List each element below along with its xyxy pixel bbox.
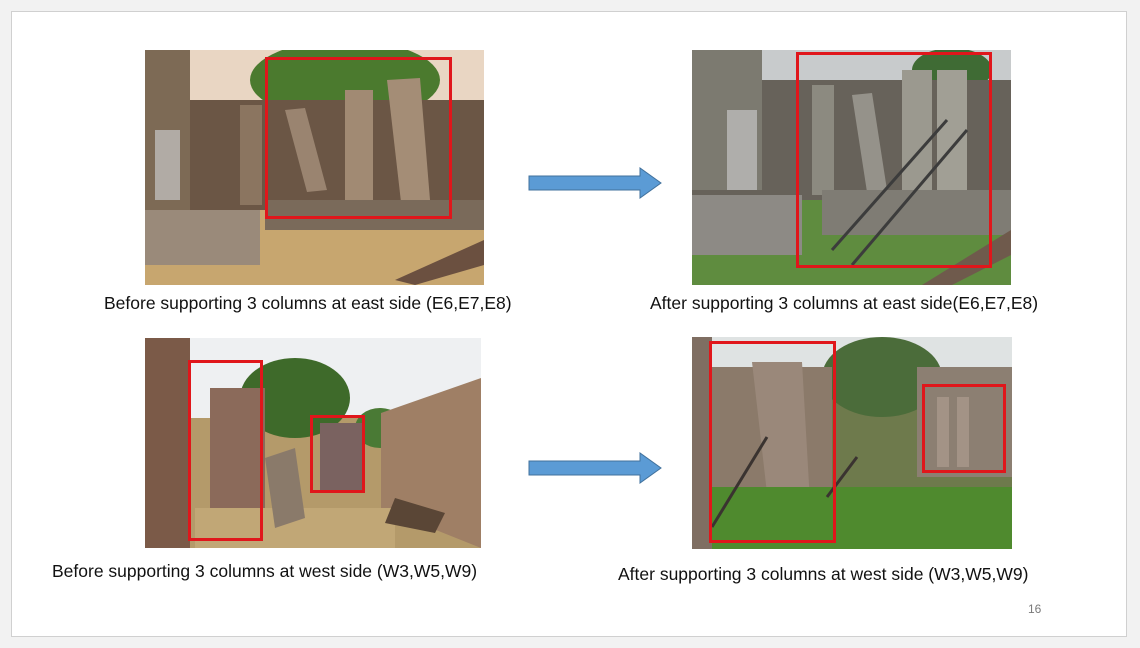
- highlight-box-west-before-1: [188, 360, 263, 541]
- highlight-box-east-after: [796, 52, 992, 268]
- caption-east-before: Before supporting 3 columns at east side…: [104, 293, 512, 313]
- photo-west-after: [692, 337, 1012, 549]
- caption-west-after: After supporting 3 columns at west side …: [618, 564, 1029, 584]
- slide: Before supporting 3 columns at east side…: [11, 11, 1127, 637]
- photo-east-after: [692, 50, 1011, 285]
- highlight-box-east-before: [265, 57, 452, 219]
- caption-west-before: Before supporting 3 columns at west side…: [52, 561, 478, 581]
- highlight-box-west-before-2: [310, 415, 365, 493]
- highlight-box-west-after-1: [709, 341, 836, 543]
- caption-east-after: After supporting 3 columns at east side(…: [650, 293, 1039, 313]
- page-number: 16: [1028, 602, 1042, 616]
- highlight-box-west-after-2: [922, 384, 1006, 473]
- arrow-right-icon: [528, 452, 662, 484]
- photo-west-before: [145, 338, 481, 548]
- photo-east-before: [145, 50, 484, 285]
- arrow-right-icon: [528, 167, 662, 199]
